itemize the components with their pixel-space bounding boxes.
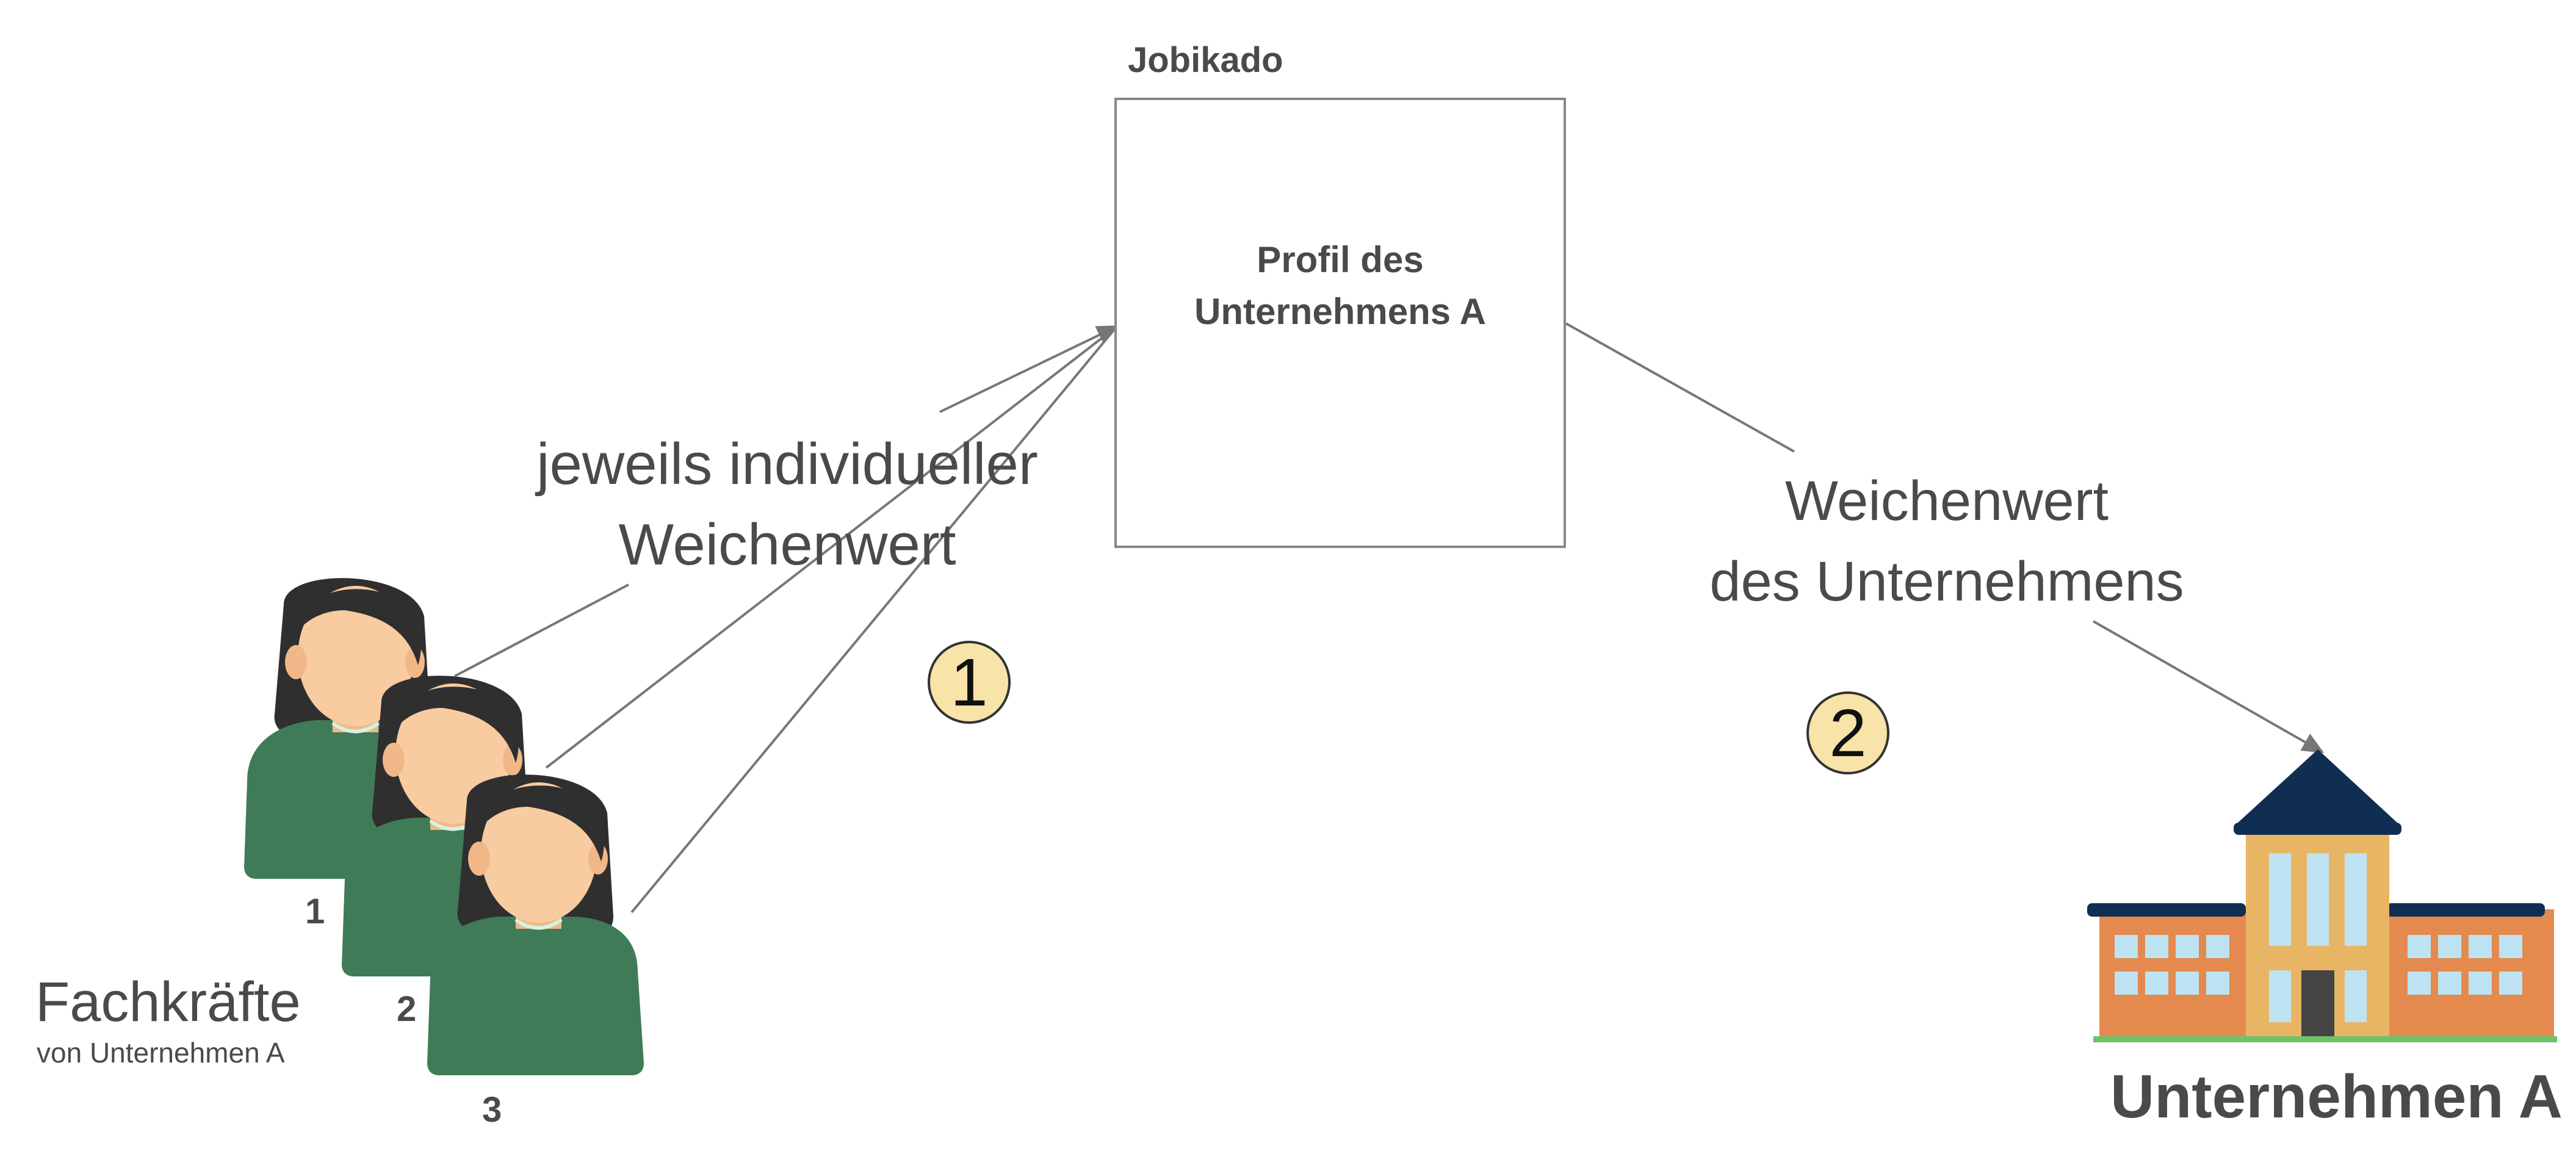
company-name: Unternehmen A	[2110, 1062, 2563, 1131]
connector-line-worker-1-lower	[454, 583, 629, 677]
company-value-label: Weichenwert des Unternehmens	[1684, 461, 2209, 622]
worker-number-1: 1	[305, 892, 325, 931]
profile-title-line-1: Profil des	[1257, 239, 1424, 280]
profile-box	[1114, 98, 1566, 548]
platform-name: Jobikado	[1128, 40, 1283, 80]
connector-lines	[454, 322, 2325, 914]
connector-line-profile-out	[1565, 322, 1795, 453]
step-badge-1: 1	[928, 641, 1011, 724]
step-badge-2: 2	[1806, 691, 1889, 774]
individual-value-label: jeweils individueller Weichenwert	[513, 424, 1062, 585]
workers-subtitle: von Unternehmen A	[37, 1037, 285, 1069]
individual-value-line-1: jeweils individueller	[536, 431, 1038, 497]
connector-line-worker-2	[545, 325, 1118, 769]
worker-number-3: 3	[482, 1090, 502, 1130]
company-value-line-1: Weichenwert	[1784, 470, 2109, 532]
worker-number-2: 2	[397, 989, 417, 1029]
connector-line-worker-3	[630, 325, 1118, 914]
connector-line-to-company	[2093, 620, 2325, 753]
company-value-line-2: des Unternehmens	[1709, 550, 2184, 613]
workers-title: Fachkräfte	[35, 971, 301, 1033]
individual-value-line-2: Weichenwert	[618, 512, 956, 577]
profile-title-line-2: Unternehmens A	[1194, 291, 1486, 332]
building-icon	[2087, 749, 2557, 1042]
profile-title: Profil des Unternehmens A	[1114, 234, 1566, 337]
connector-line-worker-1-upper	[939, 325, 1119, 413]
